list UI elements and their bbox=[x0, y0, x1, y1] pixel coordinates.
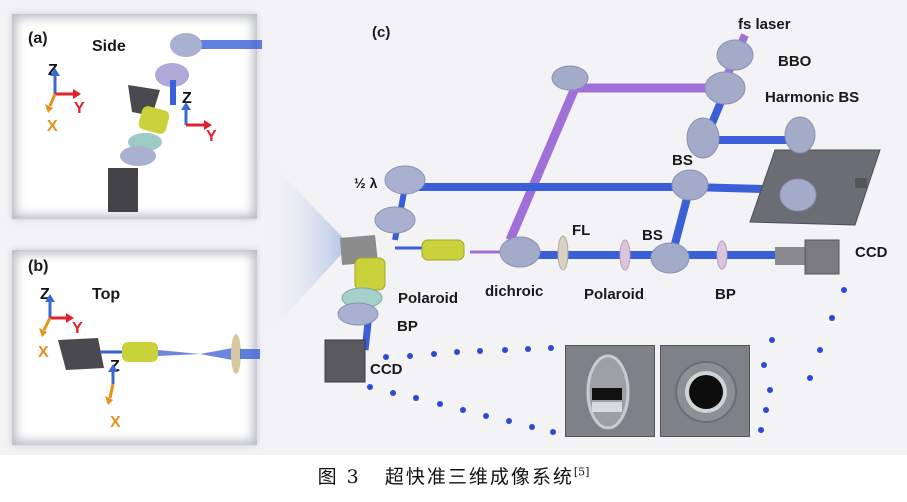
label-dichroic: dichroic bbox=[485, 283, 544, 300]
half-wave-plate bbox=[384, 165, 426, 195]
harmonic-bs-mirror bbox=[704, 71, 746, 105]
bbo-crystal bbox=[716, 39, 754, 71]
panel-b-axes bbox=[39, 294, 118, 405]
label-polaroid-left: Polaroid bbox=[398, 290, 459, 307]
objective-vertical bbox=[354, 257, 386, 291]
panel-a-tag: (a) bbox=[28, 30, 48, 47]
panel-a-optics bbox=[108, 33, 262, 212]
panel-b-tag: (b) bbox=[28, 258, 49, 275]
stage-mirror bbox=[784, 116, 816, 154]
polaroid-mid bbox=[619, 239, 631, 271]
dichroic-mirror bbox=[499, 236, 541, 268]
bp-right bbox=[716, 240, 728, 270]
label-polaroid-mid: Polaroid bbox=[584, 286, 645, 303]
objective-main bbox=[421, 239, 465, 261]
panel-c-tag: (c) bbox=[372, 24, 391, 41]
ccd-left-camera bbox=[324, 339, 366, 383]
axis-x-label: X bbox=[47, 118, 58, 135]
label-fs-laser: fs laser bbox=[738, 16, 791, 33]
zoom-fan bbox=[258, 150, 350, 345]
label-bbo: BBO bbox=[778, 53, 812, 70]
reconstruction-image-top bbox=[660, 345, 750, 437]
fl-lens bbox=[557, 235, 569, 271]
panel-a-title: Side bbox=[92, 38, 126, 55]
label-bs-upper: BS bbox=[672, 152, 693, 169]
top-hologram bbox=[675, 361, 737, 423]
axis-y-label: Y bbox=[72, 320, 83, 337]
mirror bbox=[374, 206, 416, 234]
panel-b-optics bbox=[58, 334, 260, 374]
ccd-right-lens bbox=[775, 247, 805, 265]
axis2-z-label: Z bbox=[110, 358, 120, 375]
caption-reference: [5] bbox=[573, 465, 590, 479]
axis-z-label: Z bbox=[40, 286, 50, 303]
mirror bbox=[686, 117, 720, 159]
label-ccd-right: CCD bbox=[855, 244, 888, 261]
axis2-x-label: X bbox=[110, 414, 121, 431]
label-ccd-left: CCD bbox=[370, 361, 403, 378]
ccd-right-camera bbox=[804, 239, 840, 275]
bp-left bbox=[337, 302, 379, 326]
panel-a-axes bbox=[45, 68, 212, 130]
axis-x-label: X bbox=[38, 344, 49, 361]
optical-setup-drawing bbox=[39, 33, 881, 435]
caption-figure-number: 图 3 bbox=[317, 466, 361, 488]
main-optics bbox=[324, 39, 881, 383]
bs-upper bbox=[671, 169, 709, 201]
label-harmonic-bs: Harmonic BS bbox=[765, 89, 860, 106]
label-fl: FL bbox=[572, 222, 591, 239]
label-bp-right: BP bbox=[715, 286, 736, 303]
label-bp-left: BP bbox=[397, 318, 418, 335]
caption-text: 超快准三维成像系统 bbox=[384, 466, 574, 488]
figure: (a) Side Z Y X Z Y (b) Top Z Y X Z X bbox=[0, 0, 907, 455]
stage-mirror bbox=[779, 178, 817, 212]
panel-b-title: Top bbox=[92, 286, 121, 303]
label-half-wave: ½ λ bbox=[354, 175, 378, 191]
projection-dots bbox=[367, 287, 847, 435]
axis2-y-label: Y bbox=[206, 128, 217, 145]
bs-lower bbox=[650, 242, 690, 274]
mirror bbox=[551, 65, 589, 91]
axis-y-label: Y bbox=[74, 100, 85, 117]
side-hologram bbox=[586, 354, 630, 430]
axis2-z-label: Z bbox=[182, 90, 192, 107]
delay-stage bbox=[749, 149, 881, 226]
reconstruction-image-side bbox=[565, 345, 655, 437]
label-bs-lower: BS bbox=[642, 227, 663, 244]
axis-z-label: Z bbox=[48, 62, 58, 79]
figure-caption: 图 3 超快准三维成像系统[5] bbox=[0, 462, 907, 489]
